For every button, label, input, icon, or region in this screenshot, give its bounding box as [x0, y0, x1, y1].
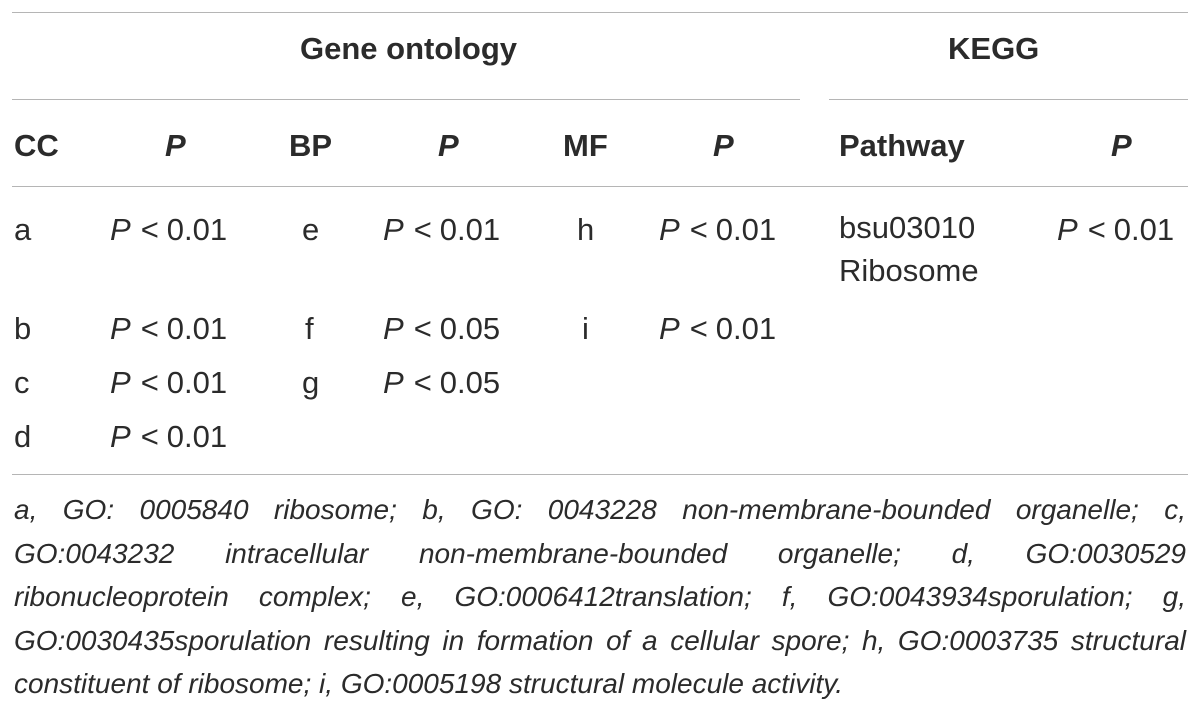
col-header-pathway-p: P	[1111, 128, 1132, 163]
p-threshold: 0.01	[166, 212, 228, 247]
p-threshold: 0.01	[715, 311, 777, 346]
less-than-symbol: <	[1087, 212, 1106, 247]
mf-label-h: h	[577, 212, 595, 247]
kegg-group-rule	[829, 99, 1188, 100]
p-symbol: P	[659, 212, 680, 247]
bp-p-value-g: P <0.05	[383, 365, 500, 401]
less-than-symbol: <	[140, 311, 159, 346]
p-threshold: 0.01	[715, 212, 777, 247]
cc-label-c: c	[14, 365, 30, 400]
gene-ontology-group-rule	[12, 99, 800, 100]
header-bottom-rule	[12, 186, 1188, 187]
less-than-symbol: <	[413, 365, 432, 400]
bp-p-value-f: P <0.05	[383, 311, 500, 347]
kegg-pathway-ribosome: bsu03010 Ribosome	[839, 210, 979, 288]
cc-p-value-c: P <0.01	[110, 365, 227, 401]
cc-p-value-d: P <0.01	[110, 419, 227, 455]
p-threshold: 0.01	[1113, 212, 1175, 247]
kegg-title: KEGG	[948, 31, 1040, 66]
less-than-symbol: <	[413, 212, 432, 247]
cc-label-a: a	[14, 212, 32, 247]
bp-label-e: e	[302, 212, 320, 247]
col-header-bp: BP	[289, 128, 333, 163]
col-header-cc: CC	[14, 128, 59, 163]
less-than-symbol: <	[140, 419, 159, 454]
gene-ontology-title: Gene ontology	[300, 31, 517, 66]
table-top-rule	[12, 12, 1188, 13]
kegg-p-value-ribosome: P <0.01	[1057, 212, 1174, 248]
bp-p-value-e: P <0.01	[383, 212, 500, 248]
col-header-pathway: Pathway	[839, 128, 965, 163]
p-symbol: P	[110, 365, 131, 400]
p-symbol: P	[110, 311, 131, 346]
p-threshold: 0.01	[166, 365, 228, 400]
p-threshold: 0.05	[439, 365, 501, 400]
p-symbol: P	[1057, 212, 1078, 247]
col-header-mf: MF	[563, 128, 608, 163]
less-than-symbol: <	[140, 212, 159, 247]
p-threshold: 0.01	[166, 419, 228, 454]
table-bottom-rule	[12, 474, 1188, 475]
cc-p-value-b: P <0.01	[110, 311, 227, 347]
cc-label-b: b	[14, 311, 32, 346]
less-than-symbol: <	[689, 311, 708, 346]
cc-p-value-a: P <0.01	[110, 212, 227, 248]
bp-label-g: g	[302, 365, 320, 400]
p-symbol: P	[383, 212, 404, 247]
col-header-mf-p: P	[713, 128, 734, 163]
p-threshold: 0.01	[166, 311, 228, 346]
mf-p-value-h: P <0.01	[659, 212, 776, 248]
p-symbol: P	[383, 365, 404, 400]
less-than-symbol: <	[140, 365, 159, 400]
table-footnote: a, GO: 0005840 ribosome; b, GO: 0043228 …	[14, 494, 1186, 699]
p-symbol: P	[110, 419, 131, 454]
p-threshold: 0.05	[439, 311, 501, 346]
p-symbol: P	[383, 311, 404, 346]
col-header-cc-p: P	[165, 128, 186, 163]
mf-label-i: i	[582, 311, 589, 346]
p-threshold: 0.01	[439, 212, 501, 247]
mf-p-value-i: P <0.01	[659, 311, 776, 347]
less-than-symbol: <	[413, 311, 432, 346]
bp-label-f: f	[305, 311, 314, 346]
p-symbol: P	[110, 212, 131, 247]
p-symbol: P	[659, 311, 680, 346]
less-than-symbol: <	[689, 212, 708, 247]
col-header-bp-p: P	[438, 128, 459, 163]
cc-label-d: d	[14, 419, 32, 454]
